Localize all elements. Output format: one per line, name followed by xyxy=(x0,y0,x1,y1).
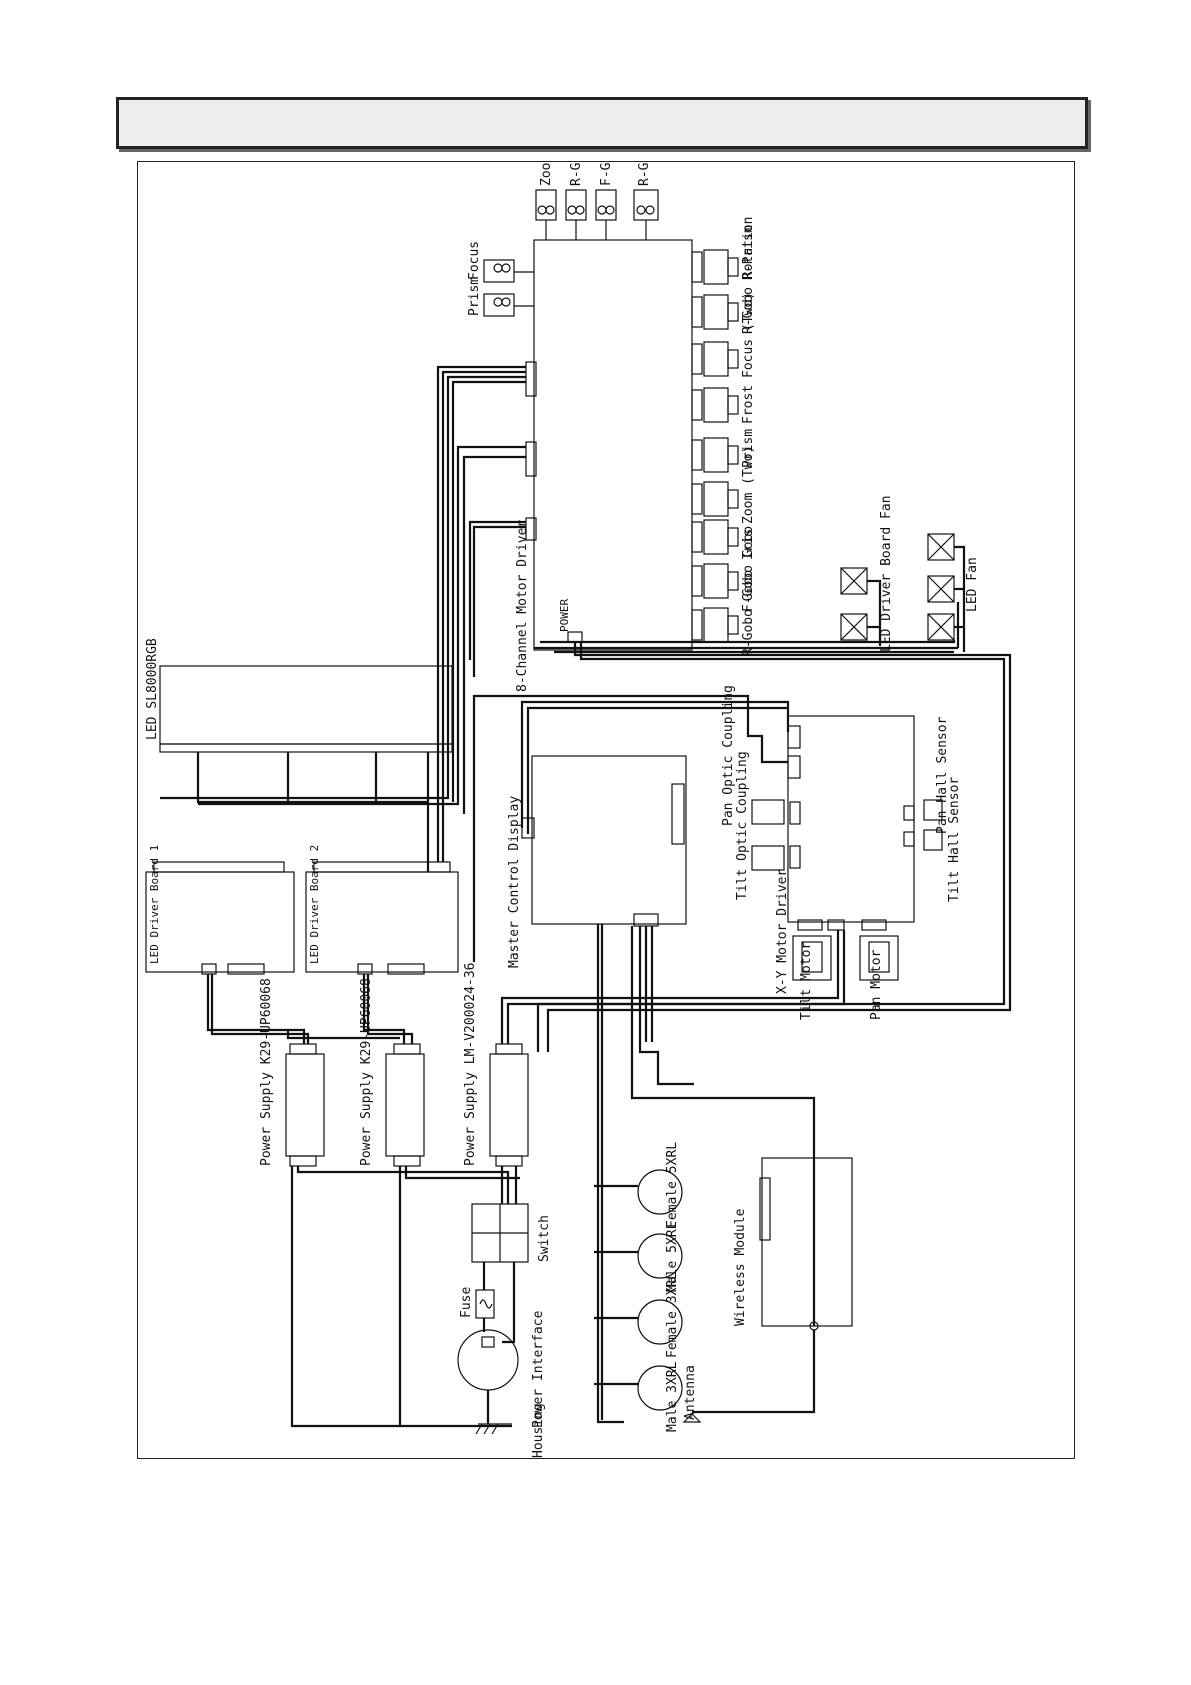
led-driver-board-1-box xyxy=(145,871,295,973)
label-psu2: Power Supply K29-UP60068 xyxy=(359,978,374,1166)
diagram-frame: Zoom R-Gobo Gobo F-Gobo R-Gobo Rotation … xyxy=(137,161,1075,1459)
label-m-r-gobo-gobo: R-Gobo Gobo xyxy=(741,570,756,656)
master-control-display-box xyxy=(531,755,687,925)
xlr-female-3 xyxy=(637,1299,683,1345)
label-fuse: Fuse xyxy=(459,1287,474,1318)
housing-ground xyxy=(475,1423,512,1435)
label-pan-optic-coupling: Pan Optic Coupling xyxy=(721,685,736,826)
label-r-gobo-rotation-top: R-Gobo Rotation xyxy=(637,162,652,186)
label-tilt-optic-coupling: Tilt Optic Coupling xyxy=(735,751,750,900)
antenna-symbol xyxy=(682,1413,702,1423)
wiring-diagram: Zoom R-Gobo Gobo F-Gobo R-Gobo Rotation … xyxy=(145,162,1012,1458)
wireless-module-box xyxy=(761,1157,853,1327)
label-prism: Prism xyxy=(467,277,482,316)
label-antenna: Antenna xyxy=(683,1365,698,1420)
label-power-md: POWER xyxy=(558,599,571,632)
label-psu3: Power Supply LM-V200024-36 xyxy=(463,963,478,1167)
label-led-sl8000rgb: LED SL8000RGB xyxy=(145,638,160,740)
pan-motor-box xyxy=(859,935,899,981)
label-male-3xrl: Male 3XRL xyxy=(665,1361,680,1432)
label-f-gobo-top: F-Gobo xyxy=(599,162,614,186)
power-interface-circle xyxy=(457,1329,519,1391)
label-switch: Switch xyxy=(537,1215,552,1262)
label-m-frost: Frost xyxy=(741,385,756,424)
label-led-driver-board-1: LED Driver Board 1 xyxy=(148,845,161,964)
led-driver-board-fans xyxy=(840,567,868,641)
led-sl8000rgb-box xyxy=(159,665,453,745)
xlr-male-3 xyxy=(637,1365,683,1411)
led-fans xyxy=(927,533,955,641)
label-pan-motor: Pan Motor xyxy=(869,949,884,1020)
label-tilt-hall-sensor: Tilt Hall Sensor xyxy=(947,777,962,902)
top-motor-f-gobo xyxy=(595,189,617,221)
label-led-fan: LED Fan xyxy=(965,557,980,612)
label-m-prism: Prism xyxy=(741,429,756,468)
label-pan-hall-sensor: Pan Hall Sensor xyxy=(935,716,950,834)
label-motor-driver: 8-Channel Motor Driver xyxy=(515,520,530,692)
psu1-box xyxy=(285,1053,325,1157)
motor-driver-box xyxy=(533,239,693,651)
label-zoom: Zoom xyxy=(539,162,554,186)
label-m-f-gobo-gobo: F-Gobo Gobo xyxy=(741,526,756,612)
label-psu1: Power Supply K29-UP60068 xyxy=(259,978,274,1166)
tilt-motor-box xyxy=(792,935,832,981)
stepper-motors xyxy=(691,249,739,643)
fuse-box xyxy=(475,1289,495,1319)
label-xy-motor-driver: X-Y Motor Driver xyxy=(775,869,790,994)
top-motor-r-gobo xyxy=(565,189,587,221)
label-led-board-fan: LED Driver Board Fan xyxy=(879,495,894,652)
label-master-control-display: Master Control Display xyxy=(507,796,522,968)
switch-box xyxy=(471,1203,529,1263)
label-wireless-module: Wireless Module xyxy=(733,1208,748,1326)
label-r-gobo-gobo: R-Gobo Gobo xyxy=(569,162,584,186)
small-motor-focus xyxy=(483,259,515,283)
label-male-5xrl: Male 5XRL xyxy=(665,1221,680,1292)
label-m-zoom-two: Zoom (Two) xyxy=(741,446,756,524)
small-motor-prism xyxy=(483,293,515,317)
label-m-iris: Iris xyxy=(741,529,756,560)
xy-motor-driver-box xyxy=(787,715,915,923)
label-power-interface: Power Interface xyxy=(531,1310,546,1428)
label-led-driver-board-2: LED Driver Board 2 xyxy=(308,845,321,964)
top-motor-r-gobo-rot xyxy=(633,189,659,221)
label-m-r-gobo-rotation: R-Gobo Rotation xyxy=(741,217,756,334)
xlr-female-5 xyxy=(637,1169,683,1215)
label-housing: Housing xyxy=(531,1403,546,1458)
label-m-r-prism: R-Prism xyxy=(741,225,756,280)
led-driver-board-2-box xyxy=(305,871,459,973)
header-bar xyxy=(116,97,1088,149)
label-tilt-motor: Tilt Motor xyxy=(799,942,814,1020)
label-female-3xrl: Female 3XRL xyxy=(665,1272,680,1358)
psu3-box xyxy=(489,1053,529,1157)
xlr-male-5 xyxy=(637,1233,683,1279)
label-focus: Focus xyxy=(467,241,482,280)
top-motor-zoom xyxy=(535,189,557,221)
psu2-box xyxy=(385,1053,425,1157)
label-m-focus-two: Focus (Two) xyxy=(741,292,756,378)
label-female-5xrl: Female 5XRL xyxy=(665,1142,680,1228)
